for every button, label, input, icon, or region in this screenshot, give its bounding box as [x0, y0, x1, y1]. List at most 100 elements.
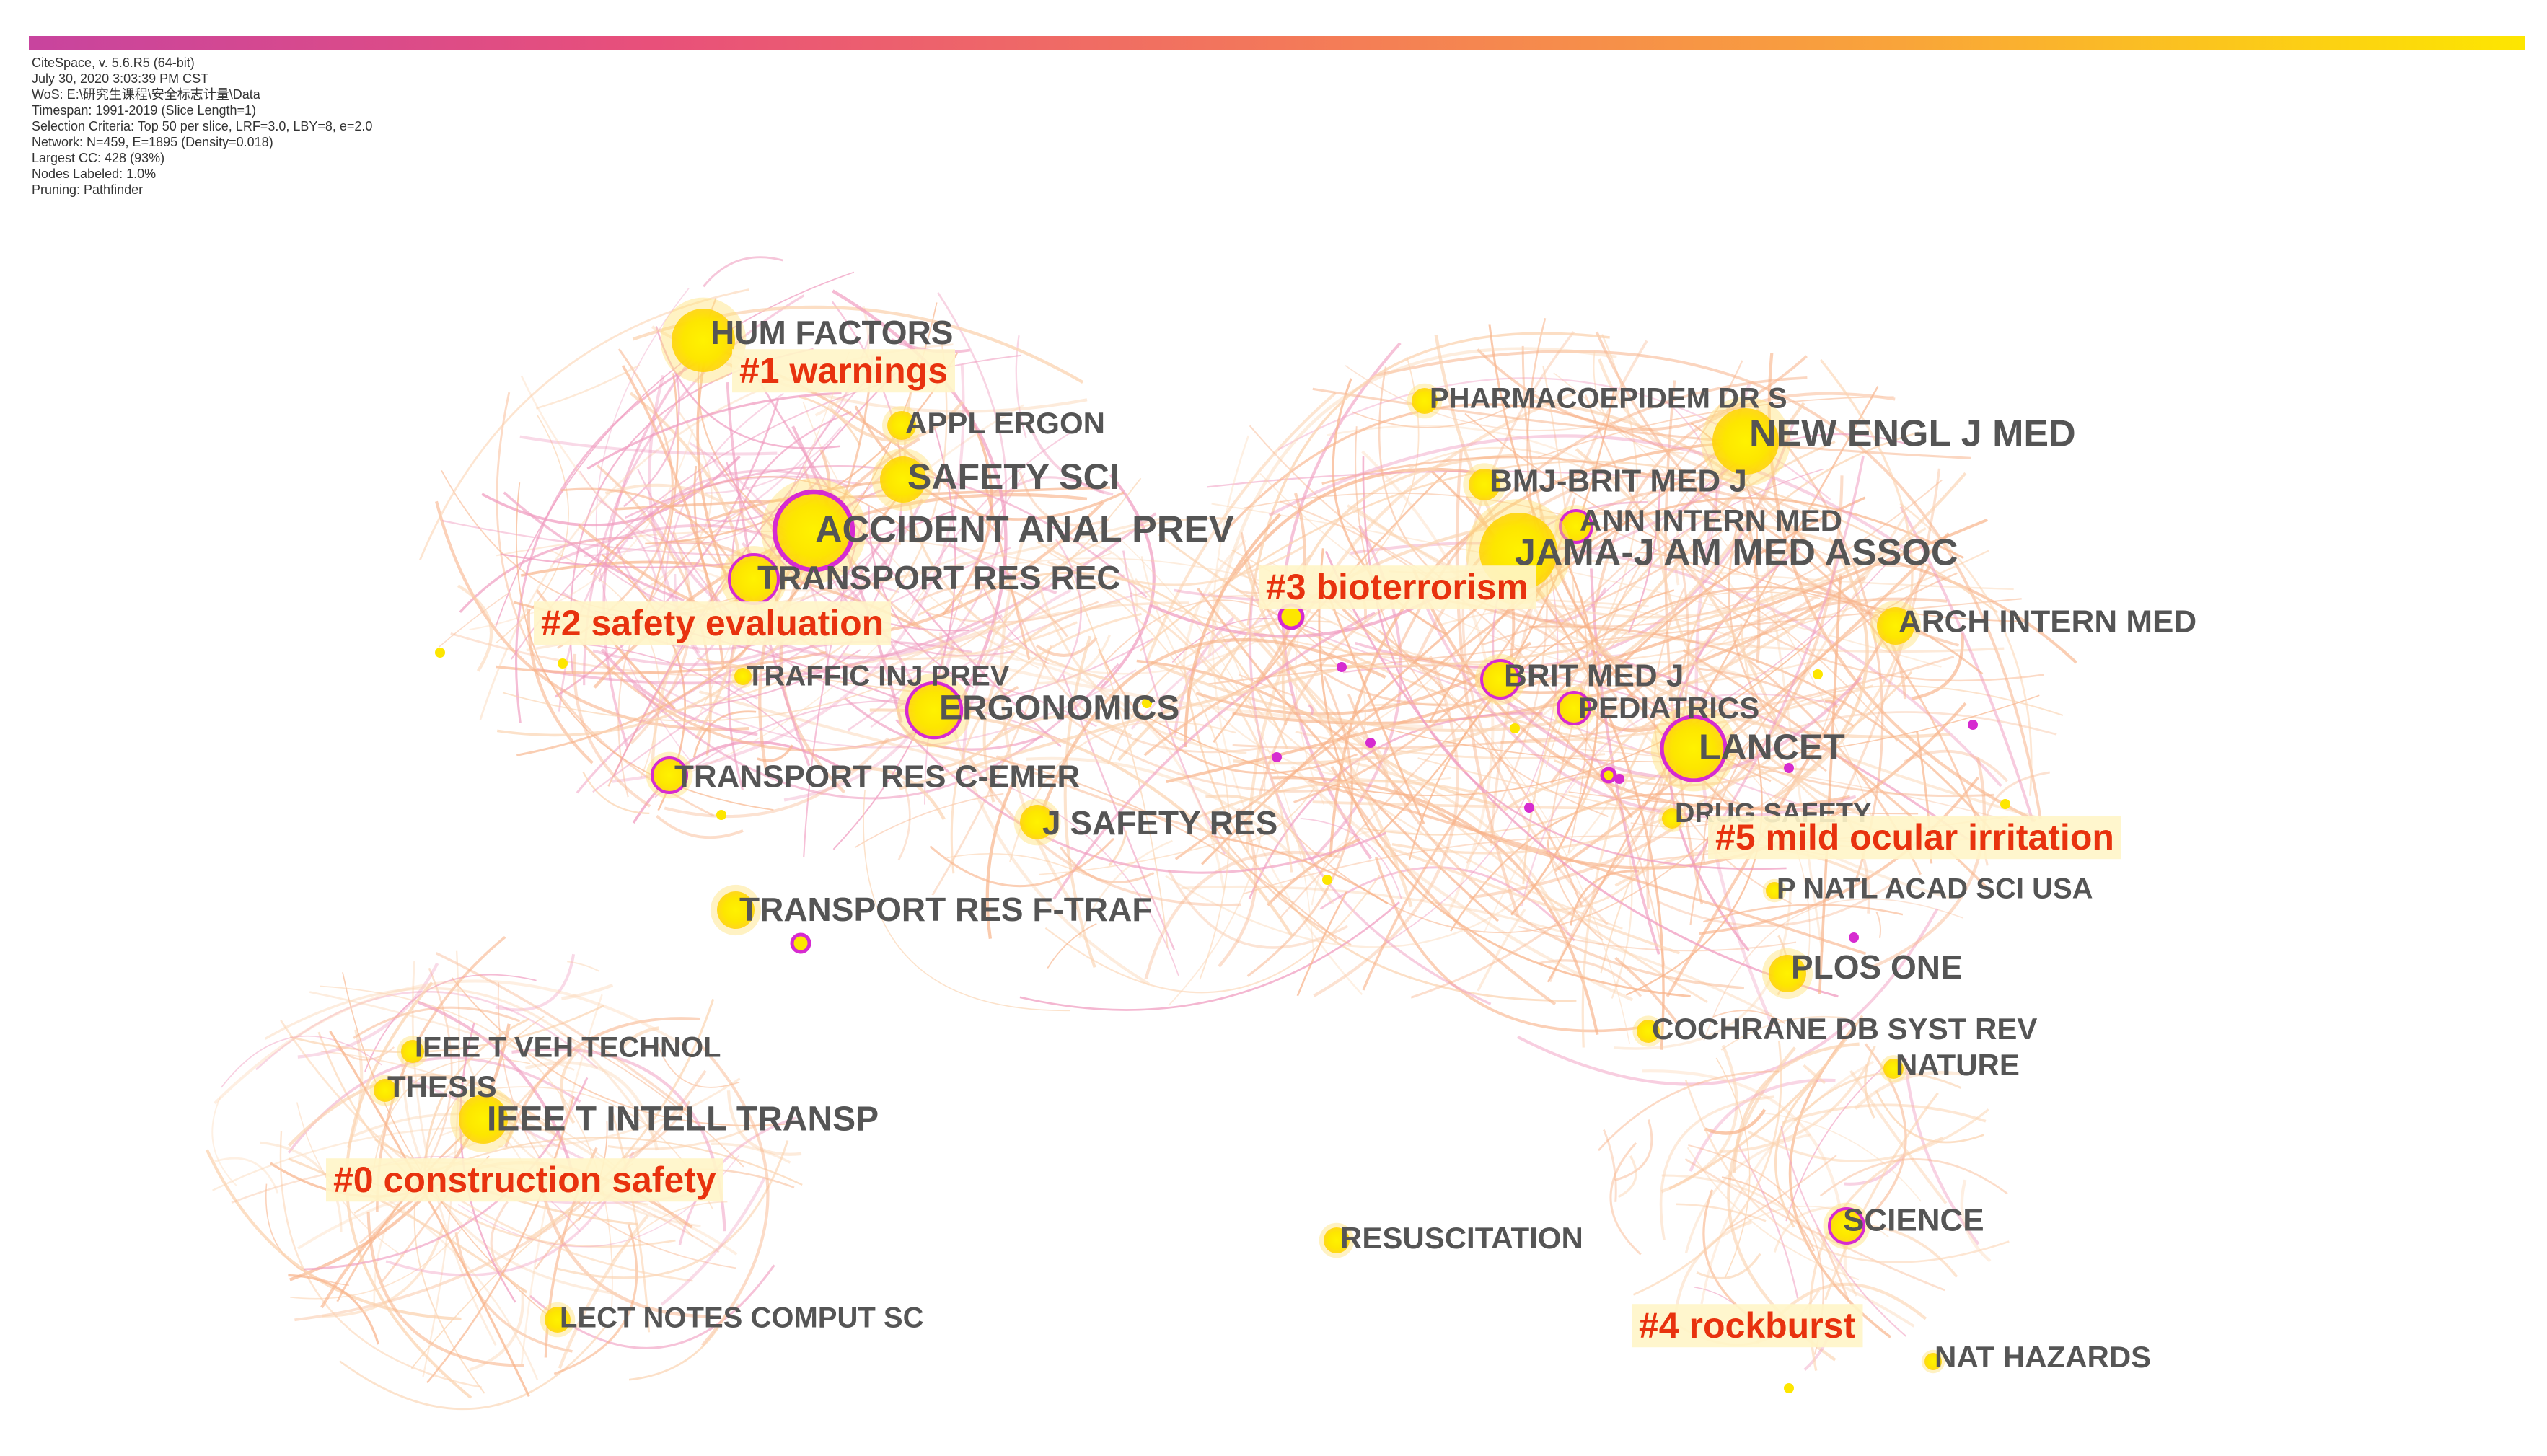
citation-edge-94: [744, 355, 1062, 748]
citation-edge-363: [1899, 506, 2035, 823]
citation-edge-12: [982, 599, 1121, 803]
traffic-inj-prev-node[interactable]: [734, 668, 752, 685]
citation-edge-624: [1676, 1203, 1767, 1222]
citation-edge-608: [1055, 539, 1082, 682]
citation-edge-601: [917, 571, 1288, 749]
citation-edge-583: [950, 612, 1142, 874]
arch-intern-med-node[interactable]: [1877, 607, 1914, 645]
ann-intern-med-node[interactable]: [1559, 509, 1593, 544]
citation-edge-629: [1686, 1147, 1860, 1281]
cluster-2-label: #2 safety evaluation: [541, 603, 884, 643]
citation-edge-321: [1899, 503, 2033, 796]
citation-edge-599: [929, 837, 1115, 887]
citation-edge-296: [1573, 487, 1842, 585]
citation-edge-135: [664, 737, 889, 819]
citation-edge-480: [339, 1323, 608, 1410]
citation-edge-534: [435, 952, 690, 1113]
cluster-0-label-bg: [326, 1158, 723, 1202]
citation-edge-352: [1581, 537, 1807, 1048]
citation-edge-333: [1521, 693, 1840, 906]
citation-edge-75: [457, 584, 493, 672]
ergonomics-node[interactable]: [905, 681, 964, 740]
citation-edge-130: [623, 372, 680, 508]
nature-node[interactable]: [1883, 1059, 1904, 1079]
citation-edge-398: [1308, 780, 1867, 956]
thesis-node[interactable]: [374, 1079, 397, 1102]
cochrane-db-syst-rev-label: COCHRANE DB SYST REV: [1652, 1012, 2037, 1046]
citation-edge-541: [1039, 831, 1255, 875]
citation-edge-194: [1181, 885, 1773, 1017]
citation-edge-192: [1824, 700, 1839, 709]
citation-edge-109: [469, 428, 694, 631]
citation-edge-290: [1712, 1010, 1785, 1024]
citation-edge-666: [1824, 1092, 1939, 1300]
citation-edge-447: [364, 974, 537, 1072]
thesis-label: THESIS: [387, 1069, 497, 1103]
citation-edge-58: [600, 648, 758, 736]
pediatrics-node[interactable]: [1557, 691, 1591, 725]
brit-med-j-node[interactable]: [1480, 659, 1521, 700]
transport-res-f-traf-node[interactable]: [717, 891, 755, 929]
citation-edge-120: [595, 288, 692, 763]
citation-edge-196: [1229, 467, 1496, 582]
citation-edge-552: [1122, 550, 1226, 855]
citation-edge-356: [1759, 510, 1824, 953]
citation-edge-436: [559, 1031, 744, 1168]
citation-edge-164: [696, 657, 1010, 702]
plos-one-node[interactable]: [1769, 955, 1806, 992]
new-engl-j-med-node[interactable]: [1712, 408, 1779, 475]
lancet-label: LANCET: [1699, 727, 1845, 767]
citation-edge-396: [1542, 366, 1578, 638]
science-node[interactable]: [1828, 1207, 1865, 1245]
citation-edge-659: [1632, 1041, 1782, 1296]
appl-ergon-node[interactable]: [887, 411, 916, 440]
citation-edge-664: [1763, 1112, 1922, 1202]
p-natl-acad-sci-usa-node[interactable]: [1766, 882, 1783, 899]
meta-date: July 30, 2020 3:03:39 PM CST: [32, 71, 209, 86]
pediatrics-label: PEDIATRICS: [1578, 691, 1759, 725]
citation-edge-606: [1296, 891, 1347, 997]
citation-edge-548: [1184, 513, 1282, 748]
citation-edge-391: [1554, 586, 1984, 675]
citation-edge-211: [1912, 633, 1964, 700]
accident-anal-prev-node[interactable]: [772, 489, 855, 573]
cluster-3-label: #3 bioterrorism: [1266, 567, 1528, 607]
lancet-node[interactable]: [1660, 715, 1728, 782]
citation-edge-359: [1201, 589, 1498, 865]
lect-notes-comput-sc-node[interactable]: [545, 1307, 571, 1333]
citation-edge-262: [1875, 912, 1881, 938]
citation-edge-558: [1168, 610, 1266, 1007]
citation-edge-588: [1063, 714, 1341, 793]
citation-edge-145: [1019, 471, 1109, 526]
citation-edge-289: [1211, 503, 1942, 668]
plos-one-label: PLOS ONE: [1791, 948, 1963, 986]
ieee-t-intell-transp-node[interactable]: [459, 1095, 508, 1144]
drug-safety-node[interactable]: [1662, 808, 1682, 829]
citation-edge-508: [495, 953, 576, 1012]
nat-hazards-node[interactable]: [1924, 1353, 1942, 1370]
citation-edge-591: [1078, 839, 1173, 939]
cluster-4-label-bg: [1632, 1304, 1863, 1348]
pharmacoepidem-dr-s-node[interactable]: [1412, 388, 1438, 414]
cochrane-db-syst-rev-node[interactable]: [1637, 1020, 1660, 1043]
citation-edge-652: [1819, 1158, 2008, 1197]
citation-edge-325: [1139, 460, 1999, 652]
appl-ergon-label: APPL ERGON: [905, 406, 1105, 440]
citation-edge-577: [1060, 846, 1155, 883]
hum-factors-node[interactable]: [672, 309, 735, 372]
citation-edge-81: [705, 426, 842, 494]
citation-edge-477: [452, 977, 788, 1126]
bmj-brit-med-j-node[interactable]: [1469, 469, 1500, 500]
minor-node-7: [1968, 720, 1978, 730]
cluster-3-label-bg: [1259, 565, 1536, 609]
citation-edge-651: [1773, 1206, 1840, 1253]
citation-edge-405: [1488, 324, 1780, 851]
citation-edge-208: [1756, 407, 1884, 883]
safety-sci-node[interactable]: [880, 456, 926, 503]
transport-res-c-emer-node[interactable]: [651, 756, 688, 794]
ieee-t-veh-technol-node[interactable]: [401, 1040, 424, 1063]
citation-edge-400: [1818, 574, 1842, 994]
resuscitation-node[interactable]: [1324, 1227, 1350, 1253]
j-safety-res-node[interactable]: [1020, 805, 1055, 839]
minor-node-5: [1272, 752, 1282, 762]
